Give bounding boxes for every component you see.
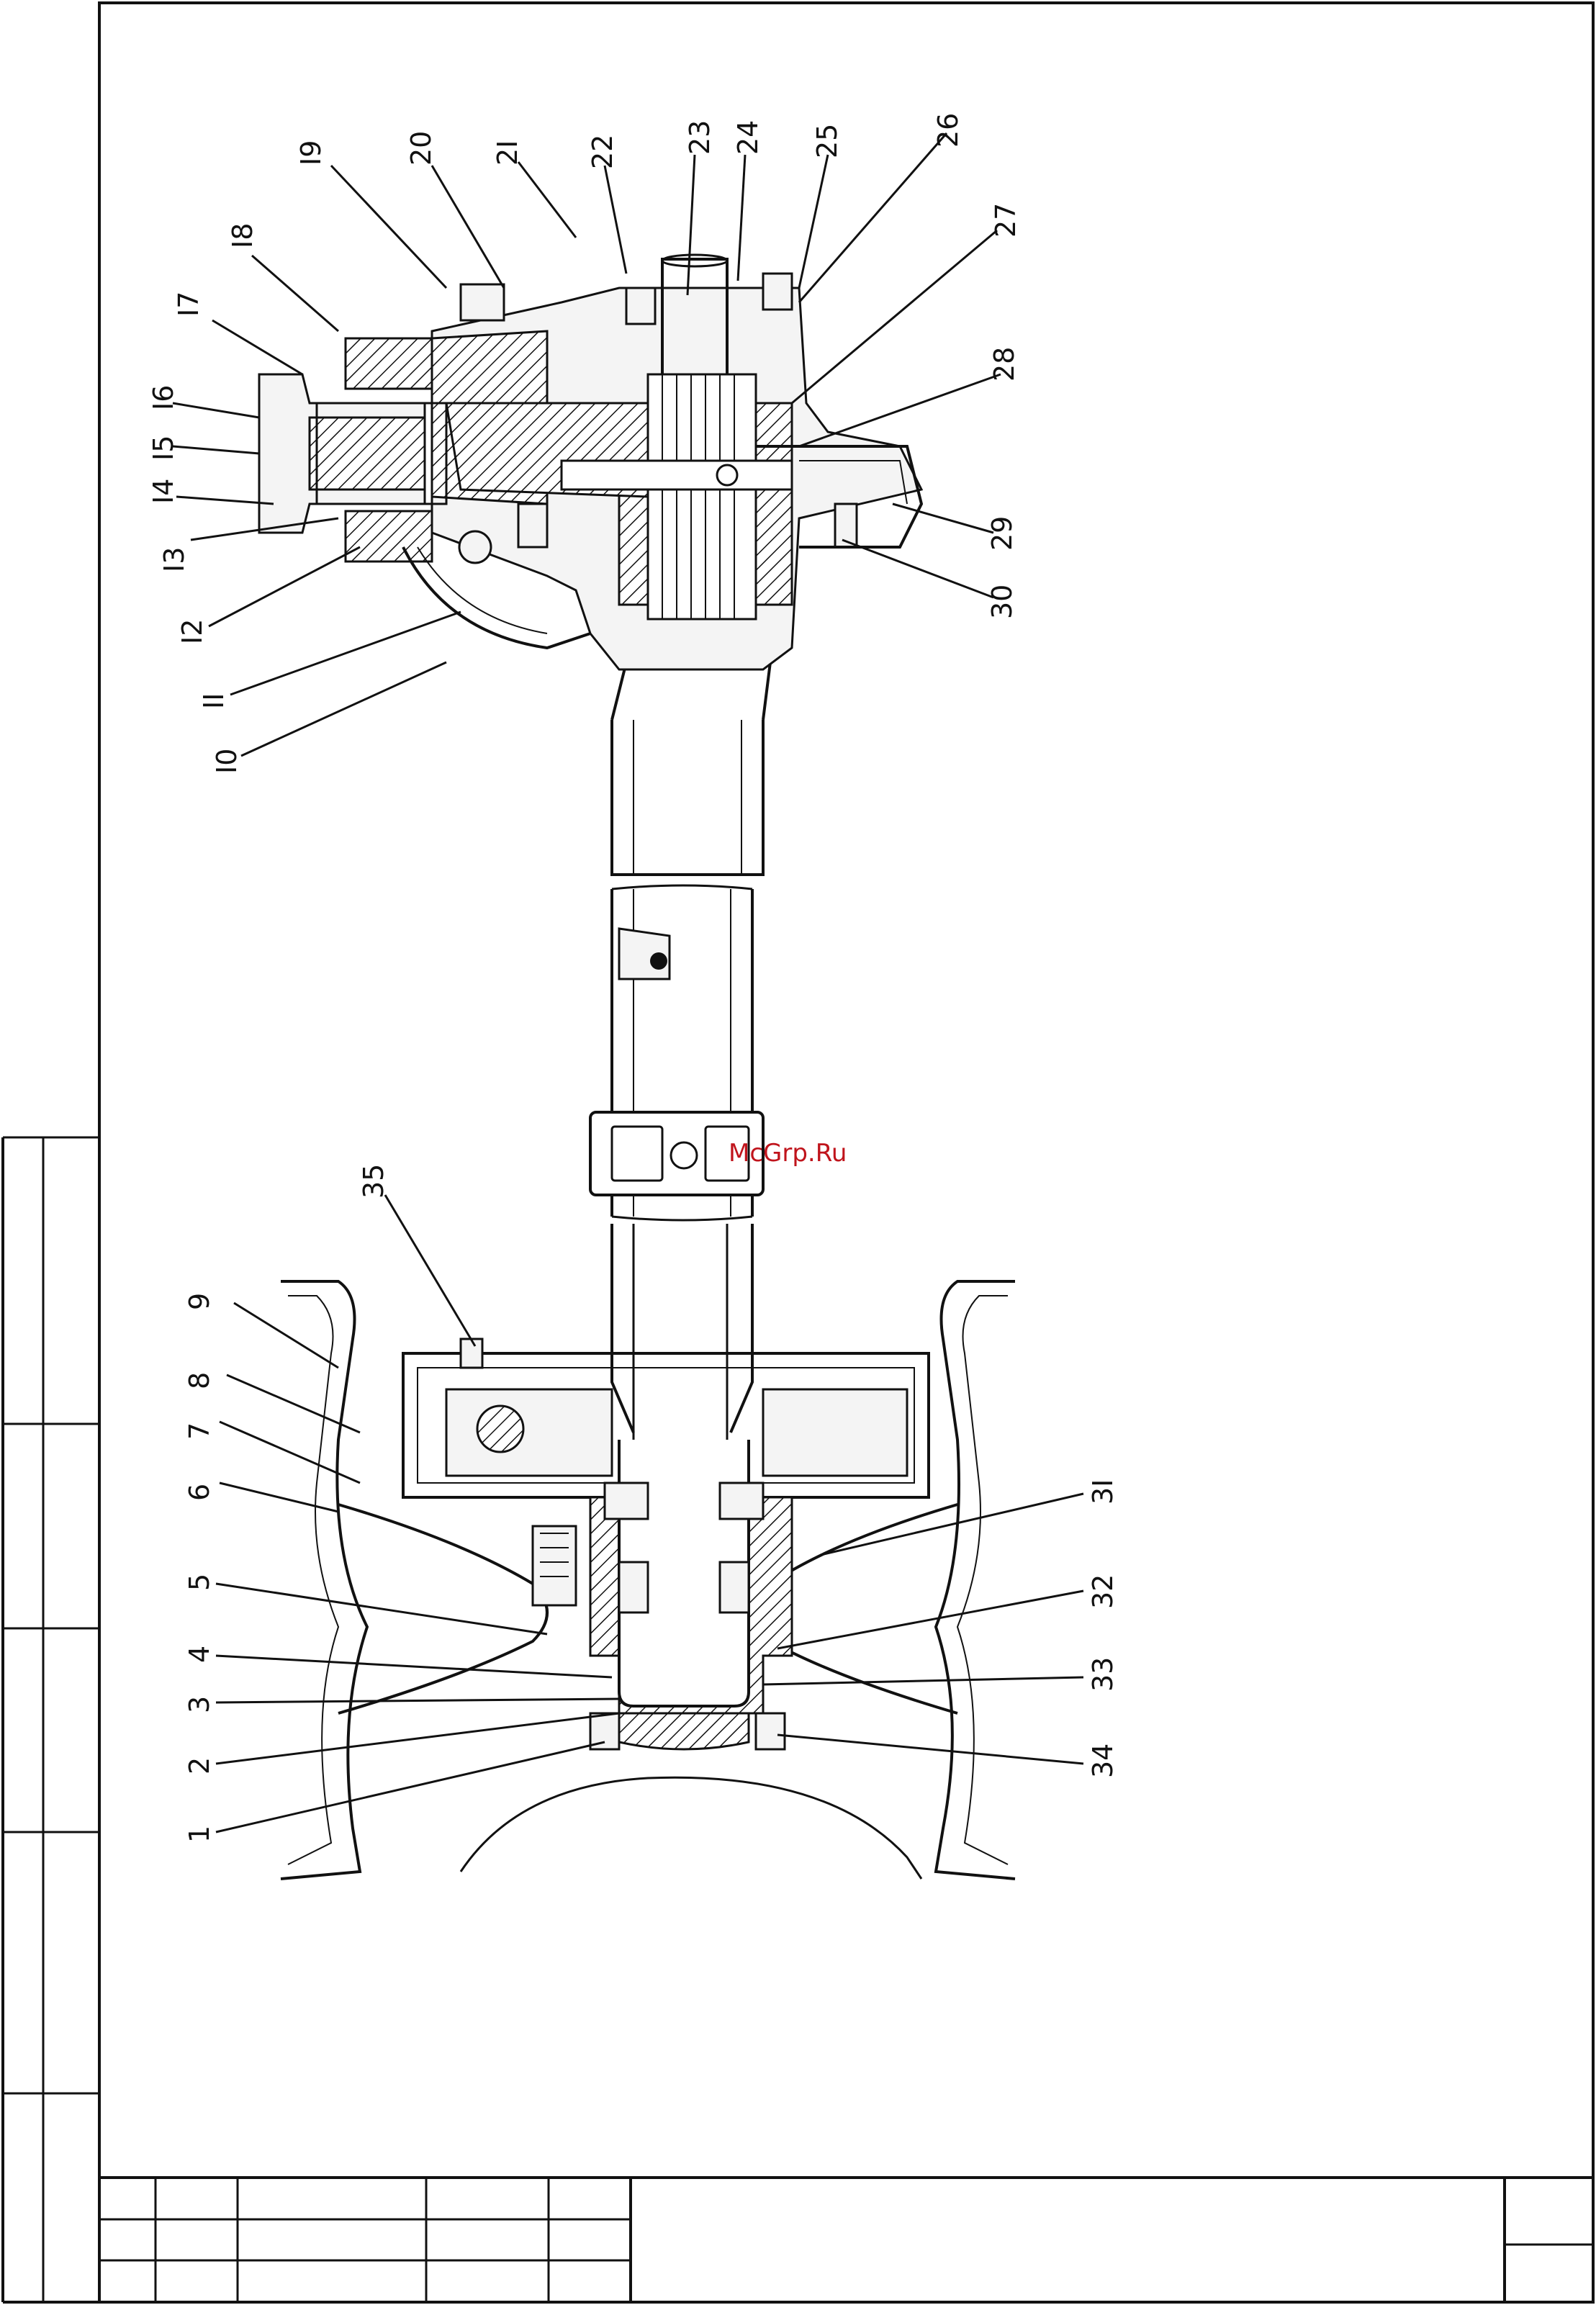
callout-I5: I5	[148, 436, 179, 461]
callout-22: 22	[587, 135, 618, 169]
callout-I3: I3	[158, 547, 190, 572]
callout-I6: I6	[148, 385, 179, 410]
wheel-hub-assembly	[281, 1224, 1015, 1879]
callout-35: 35	[358, 1164, 389, 1199]
callout-9: 9	[184, 1293, 215, 1310]
callout-30: 30	[986, 585, 1018, 619]
watermark-text: McGrp.Ru	[729, 1139, 847, 1168]
callout-20: 20	[405, 131, 437, 166]
callout-24: 24	[732, 120, 764, 155]
callout-23: 23	[684, 120, 716, 155]
callout-33: 33	[1087, 1657, 1119, 1692]
callout-26: 26	[932, 113, 964, 148]
callout-2: 2	[184, 1757, 215, 1774]
callout-I9: I9	[295, 140, 327, 166]
callout-I0: I0	[211, 749, 243, 774]
callout-I8: I8	[227, 223, 258, 248]
callout-7: 7	[184, 1422, 215, 1440]
callout-34: 34	[1087, 1744, 1119, 1778]
axle-tube-break	[590, 885, 763, 1220]
callout-2I: 2I	[492, 140, 523, 166]
callout-6: 6	[184, 1484, 215, 1501]
callout-II: II	[198, 693, 230, 709]
callout-3I: 3I	[1087, 1479, 1119, 1505]
callout-4: 4	[184, 1646, 215, 1663]
callout-8: 8	[184, 1372, 215, 1389]
callout-I7: I7	[173, 292, 204, 317]
callout-I4: I4	[148, 479, 179, 504]
callout-I2: I2	[176, 619, 208, 644]
callout-27: 27	[990, 203, 1022, 238]
title-block	[99, 2178, 1593, 2302]
callout-29: 29	[986, 516, 1018, 551]
callout-5: 5	[184, 1574, 215, 1591]
callout-25: 25	[811, 124, 843, 158]
callout-3: 3	[184, 1696, 215, 1713]
callout-1: 1	[184, 1826, 215, 1843]
callout-32: 32	[1087, 1574, 1119, 1609]
callout-28: 28	[988, 347, 1020, 382]
differential-assembly	[259, 255, 921, 875]
